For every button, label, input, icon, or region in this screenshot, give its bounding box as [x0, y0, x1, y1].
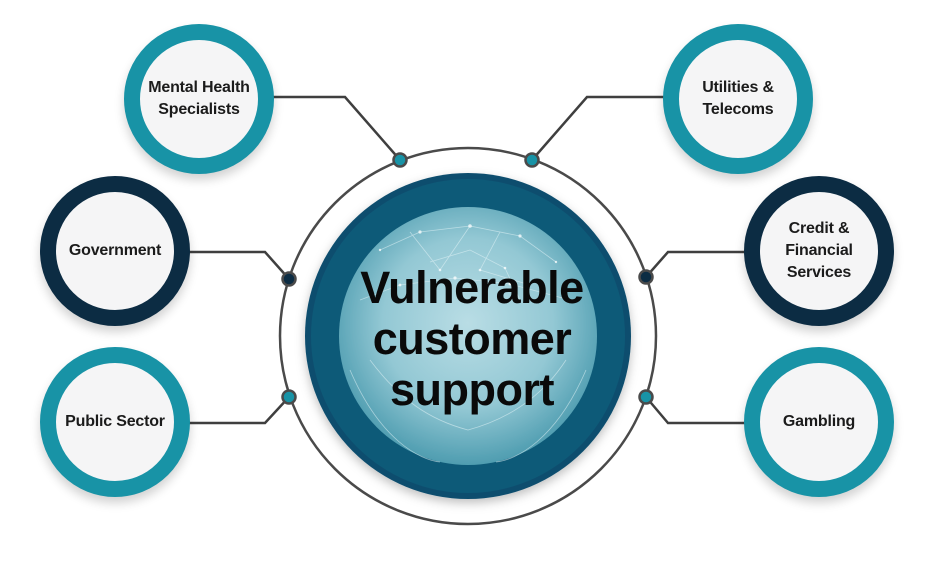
node-label-government: Government [68, 242, 162, 259]
node-credit-financial-services: Credit & Financial Services [744, 176, 894, 326]
dot-mental-health [392, 152, 408, 168]
dot-credit [638, 269, 654, 285]
connector-mental-health [270, 95, 401, 161]
dot-government [281, 271, 297, 287]
connector-lines [188, 95, 748, 425]
connector-utilities [531, 95, 668, 161]
node-mental-health-specialists: Mental Health Specialists [124, 24, 274, 174]
connector-dots [281, 152, 654, 405]
node-government: Government [40, 176, 190, 326]
central-hub [305, 173, 631, 499]
connector-credit [645, 250, 748, 278]
outer-ring [278, 146, 658, 526]
connector-government [188, 250, 290, 280]
node-label-credit: Credit & Financial Services [785, 220, 853, 281]
node-label-public-sector: Public Sector [65, 413, 165, 430]
connector-gambling [645, 396, 748, 425]
connector-public-sector [188, 396, 290, 425]
globe-network-texture [349, 225, 587, 463]
dot-gambling [638, 389, 654, 405]
node-label-gambling: Gambling [782, 413, 856, 430]
node-gambling: Gambling [744, 347, 894, 497]
node-label-utilities: Utilities & Telecoms [702, 79, 774, 118]
node-label-mental-health: Mental Health Specialists [148, 79, 250, 118]
node-public-sector: Public Sector [40, 347, 190, 497]
dot-public-sector [281, 389, 297, 405]
dot-utilities [524, 152, 540, 168]
center-title: Vulnerable customer support [360, 262, 584, 415]
globe-sparkles [378, 224, 558, 287]
node-utilities-telecoms: Utilities & Telecoms [663, 24, 813, 174]
